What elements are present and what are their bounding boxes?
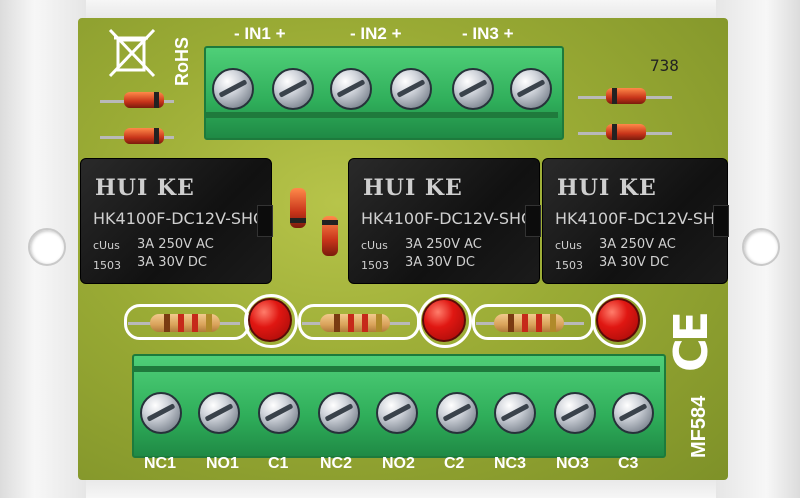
ce-mark: CE — [664, 314, 718, 372]
diode-d5 — [290, 188, 306, 228]
resistor-r3 — [494, 314, 564, 332]
mounting-hole-left — [28, 228, 66, 266]
rohs-label: RoHS — [172, 37, 192, 86]
in3-label: - IN3 + — [462, 24, 514, 43]
in1-label: - IN1 + — [234, 24, 286, 43]
diode-d2 — [124, 128, 164, 144]
diode-d4 — [606, 124, 646, 140]
label-nc2: NC2 — [320, 455, 353, 472]
resistor-r1 — [150, 314, 220, 332]
screw-no2[interactable] — [376, 392, 418, 434]
in2-label: - IN2 + — [350, 24, 402, 43]
screw-nc1[interactable] — [140, 392, 182, 434]
screw-c2[interactable] — [436, 392, 478, 434]
screw-no3[interactable] — [554, 392, 596, 434]
screw-nc2[interactable] — [318, 392, 360, 434]
led-2 — [422, 298, 466, 342]
screw-in2-minus[interactable] — [330, 68, 372, 110]
screw-in3-minus[interactable] — [452, 68, 494, 110]
screw-c3[interactable] — [612, 392, 654, 434]
diode-d1 — [124, 92, 164, 108]
weee-bin-icon — [108, 28, 156, 78]
label-nc1: NC1 — [144, 455, 177, 472]
diode-d3 — [606, 88, 646, 104]
screw-in1-minus[interactable] — [212, 68, 254, 110]
mounting-hole-right — [742, 228, 780, 266]
label-c2: C2 — [444, 455, 465, 472]
resistor-r2 — [320, 314, 390, 332]
label-c3: C3 — [618, 455, 639, 472]
label-nc3: NC3 — [494, 455, 527, 472]
label-no3: NO3 — [556, 455, 589, 472]
serial-number: 738 — [650, 56, 679, 75]
led-ring-2 — [418, 294, 472, 348]
led-ring-1 — [244, 294, 298, 348]
screw-in3-plus[interactable] — [510, 68, 552, 110]
screw-c1[interactable] — [258, 392, 300, 434]
relay-1: HUI KE HK4100F-DC12V-SHG cUus 1503 3A 25… — [80, 158, 273, 284]
model-label: MF584 — [688, 395, 710, 458]
relay-2: HUI KE HK4100F-DC12V-SHG cUus 1503 3A 25… — [348, 158, 541, 284]
screw-in1-plus[interactable] — [272, 68, 314, 110]
relay-3: HUI KE HK4100F-DC12V-SHG cUus 1503 3A 25… — [542, 158, 729, 284]
screw-nc3[interactable] — [494, 392, 536, 434]
screw-in2-plus[interactable] — [390, 68, 432, 110]
label-no1: NO1 — [206, 455, 239, 472]
led-1 — [248, 298, 292, 342]
terminal-slot-row — [206, 112, 558, 118]
screw-no1[interactable] — [198, 392, 240, 434]
input-terminal-block — [204, 46, 564, 140]
terminal-slot-row — [134, 366, 660, 372]
led-ring-3 — [592, 294, 646, 348]
label-no2: NO2 — [382, 455, 415, 472]
label-c1: C1 — [268, 455, 289, 472]
led-3 — [596, 298, 640, 342]
diode-d6 — [322, 216, 338, 256]
